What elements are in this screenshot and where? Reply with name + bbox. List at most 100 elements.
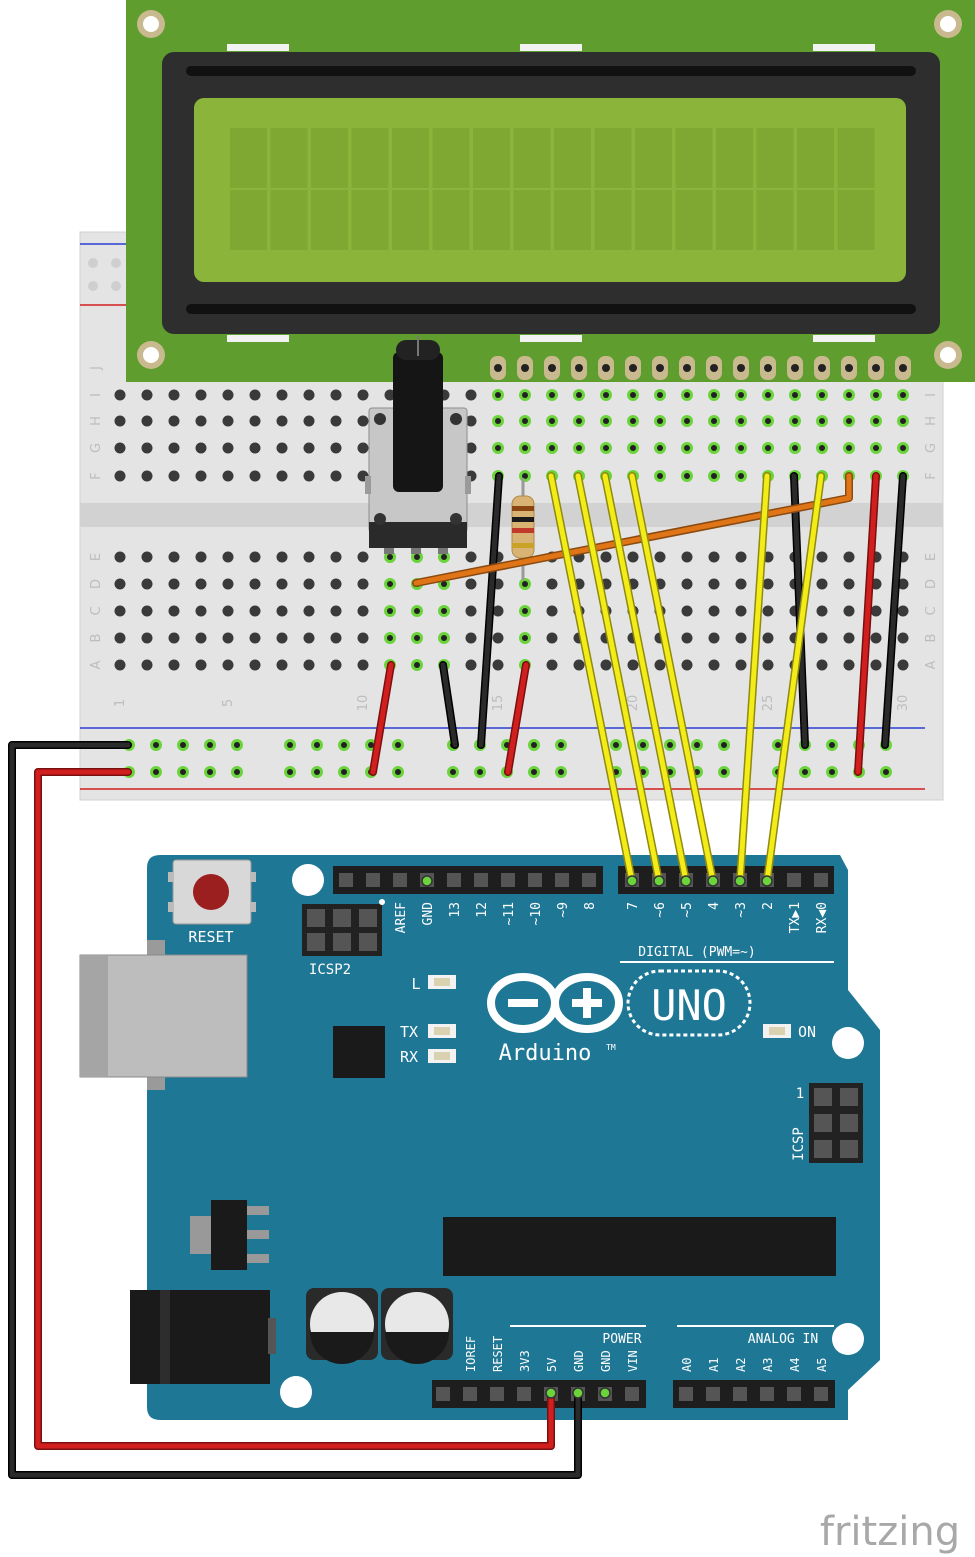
breadboard-hole [303, 632, 315, 644]
header-pin [582, 873, 596, 887]
icsp2-header [302, 899, 385, 956]
breadboard-hole [195, 632, 207, 644]
breadboard-hole [141, 578, 153, 590]
breadboard-hole [141, 659, 153, 671]
column-number: 1 [113, 699, 128, 707]
lcd-cell [756, 190, 794, 250]
lcd-cell [432, 128, 470, 188]
lcd-cell [675, 128, 713, 188]
breadboard-hole [276, 470, 288, 482]
breadboard-hole [168, 632, 180, 644]
breadboard-hole [735, 632, 747, 644]
connection-point [421, 875, 433, 887]
breadboard-hole [465, 605, 477, 617]
breadboard-hole [168, 442, 180, 454]
breadboard-hole [843, 605, 855, 617]
breadboard-hole [762, 605, 774, 617]
breadboard-hole [276, 659, 288, 671]
power-pin-label: 5V [545, 1358, 559, 1372]
led-on [763, 1024, 791, 1038]
breadboard-hole [357, 551, 369, 563]
connection-point [626, 875, 638, 887]
header-pin [366, 873, 380, 887]
breadboard-hole [276, 415, 288, 427]
breadboard-hole [276, 442, 288, 454]
breadboard-hole [222, 632, 234, 644]
breadboard-hole [276, 389, 288, 401]
reset-button[interactable] [168, 859, 256, 925]
breadboard-hole [222, 605, 234, 617]
breadboard-hole [276, 632, 288, 644]
breadboard-hole [249, 442, 261, 454]
connection-point [599, 1387, 611, 1399]
breadboard-hole [222, 389, 234, 401]
lcd-cell [756, 128, 794, 188]
breadboard-hole [195, 470, 207, 482]
header-pin [555, 873, 569, 887]
breadboard-hole [735, 605, 747, 617]
breadboard-hole [708, 605, 720, 617]
lcd-cell [270, 128, 308, 188]
breadboard-hole [681, 632, 693, 644]
wire-endpoints [421, 875, 773, 1399]
analog-pin-label: A5 [815, 1358, 829, 1372]
lcd-cell [837, 190, 875, 250]
row-letter: E [924, 553, 939, 561]
breadboard-hole [249, 578, 261, 590]
breadboard-hole [762, 578, 774, 590]
analog-pin-label: A2 [734, 1358, 748, 1372]
row-letter: G [89, 443, 104, 453]
row-letter: H [89, 416, 104, 426]
arduino-logo-text: Arduino [499, 1041, 592, 1066]
row-letter: D [89, 579, 104, 589]
usb-connector[interactable] [79, 940, 248, 1090]
lcd-mount-hole [137, 341, 165, 369]
breadboard-hole [465, 442, 477, 454]
lcd-cell [675, 190, 713, 250]
row-letter: E [89, 553, 104, 561]
digital-pin-label: ~10 [529, 902, 544, 925]
breadboard-hole [816, 605, 828, 617]
header-pin [814, 1387, 828, 1401]
breadboard-hole [735, 551, 747, 563]
breadboard-hole [492, 659, 504, 671]
breadboard-hole [303, 605, 315, 617]
header-pin [625, 1387, 639, 1401]
digital-pin-label: ~5 [680, 902, 695, 918]
lcd-cell [270, 190, 308, 250]
digital-pin-label: AREF [394, 902, 409, 933]
row-letter: H [924, 416, 939, 426]
breadboard-hole [249, 389, 261, 401]
breadboard-hole [249, 470, 261, 482]
breadboard-hole [168, 578, 180, 590]
row-letter: C [924, 606, 939, 615]
row-letter: I [924, 393, 939, 397]
breadboard-hole [114, 605, 126, 617]
rail-hole [88, 258, 98, 268]
arduino-board [147, 855, 880, 1420]
breadboard-hole [816, 551, 828, 563]
breadboard-hole [708, 551, 720, 563]
breadboard-hole [465, 415, 477, 427]
column-number: 15 [491, 695, 506, 712]
row-letter: F [924, 472, 939, 479]
row-letter: B [924, 634, 939, 643]
lcd-cell [554, 128, 591, 188]
wires [8, 472, 907, 1479]
wire-5v-to-rail-core [35, 769, 554, 1449]
header-pin [787, 873, 801, 887]
icsp-label: ICSP [791, 1127, 807, 1161]
header-pin [474, 873, 488, 887]
breadboard-hole [195, 659, 207, 671]
power-jack[interactable] [130, 1290, 276, 1384]
analog-pin-label: A3 [761, 1358, 775, 1372]
breadboard-hole [843, 632, 855, 644]
header-pin [339, 873, 353, 887]
breadboard-hole [195, 415, 207, 427]
connection-point [680, 875, 692, 887]
breadboard-hole [600, 659, 612, 671]
breadboard-hole [114, 632, 126, 644]
lcd-cell [311, 190, 348, 250]
